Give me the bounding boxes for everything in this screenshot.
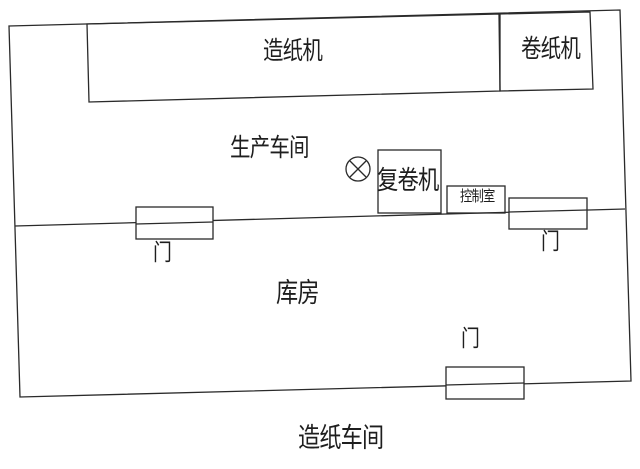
- warehouse-label: 库房: [276, 278, 319, 309]
- door-right-midline: [508, 209, 588, 213]
- building-outline: [8, 9, 632, 398]
- rewinder-label: 复卷机: [377, 166, 439, 196]
- production-workshop-label: 生产车间: [230, 133, 310, 162]
- lamp-icon: [345, 156, 371, 182]
- diagram-caption: 造纸车间: [298, 423, 384, 454]
- control-room-box: [446, 185, 506, 214]
- rewinder-box: [377, 149, 442, 214]
- door-right-label: 门: [541, 229, 560, 255]
- door-bottom-midline: [445, 382, 525, 386]
- door-left-label: 门: [153, 240, 172, 266]
- door-bottom-label: 门: [461, 326, 480, 352]
- door-left-midline: [135, 221, 214, 225]
- paper-machine-label: 造纸机: [263, 36, 323, 65]
- door-right: [508, 197, 588, 230]
- control-room-label: 控制室: [460, 187, 495, 205]
- reel-machine-box: [498, 11, 594, 92]
- reel-machine-label: 卷纸机: [521, 34, 581, 63]
